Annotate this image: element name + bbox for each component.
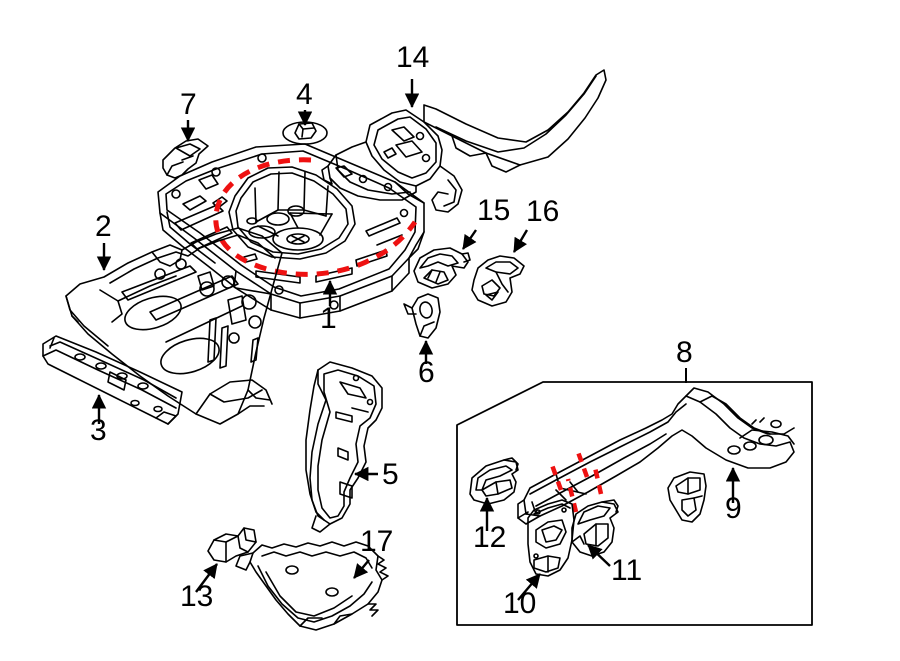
callout-number-14: 14 [396, 41, 430, 74]
part-15-rail-bracket-left [413, 247, 471, 289]
part-17-rear-crossmember [235, 541, 389, 631]
part-10-shock-mount-plate [527, 499, 575, 577]
callout-number-15: 15 [477, 194, 511, 227]
highlight-floor-pan-wheel-well [213, 157, 418, 277]
part-3-rocker-sill [42, 335, 183, 425]
part-14-rear-side-rail [321, 69, 607, 213]
arrow-16 [512, 229, 529, 253]
highlight-rail-section-marks [549, 451, 604, 513]
part-16-rail-bracket-right [471, 255, 525, 307]
part-7-jack-bracket [162, 138, 209, 179]
part-6-anchor-bracket [403, 293, 441, 339]
callout-number-10: 10 [503, 587, 537, 620]
arrow-11 [587, 544, 611, 567]
arrow-10 [517, 573, 541, 601]
part-12-rail-end-cap [469, 457, 519, 505]
part-11-rail-gusset [571, 499, 619, 557]
callout-number-13: 13 [180, 580, 214, 613]
arrow-15 [462, 229, 477, 250]
part-9-quarter-inner-panel [517, 387, 795, 525]
callout-number-2: 2 [95, 210, 112, 243]
callout-number-3: 3 [90, 414, 107, 447]
part-5-center-pillar [305, 361, 383, 533]
detail-inset-box [456, 381, 813, 626]
callout-number-8: 8 [676, 336, 693, 369]
callout-number-5: 5 [382, 458, 399, 491]
callout-number-12: 12 [473, 521, 507, 554]
callout-number-11: 11 [611, 554, 643, 587]
callout-arrows [91, 79, 741, 601]
callout-number-7: 7 [180, 88, 197, 121]
callout-number-17: 17 [360, 525, 394, 558]
part-13-corner-bracket [207, 527, 257, 563]
part-1-rear-floor-pan [157, 143, 425, 319]
part-4-floor-plug [282, 121, 328, 145]
callout-number-4: 4 [296, 78, 313, 111]
part-2-front-floor-pan [65, 227, 283, 425]
callout-number-16: 16 [526, 195, 560, 228]
callout-number-1: 1 [320, 302, 337, 335]
inset-small-bracket [667, 471, 707, 523]
callout-number-6: 6 [418, 356, 435, 389]
arrow-17 [353, 559, 370, 579]
callout-number-9: 9 [725, 492, 742, 525]
arrow-13 [195, 563, 218, 593]
